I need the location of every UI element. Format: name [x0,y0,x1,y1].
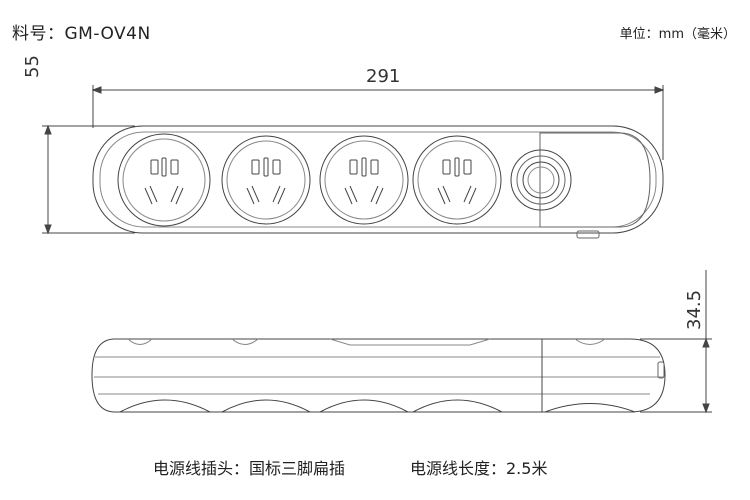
dimension-height-label: 55 [22,55,43,78]
outlet-4 [412,135,502,225]
dimension-line-height [42,124,135,235]
side-view-body [91,338,666,413]
power-switch [510,149,572,211]
cord-length-spec: 电源线长度：2.5米 [410,459,548,478]
dimension-line-thickness [640,270,712,414]
dimension-line-length [91,85,665,160]
top-view-body [92,125,664,239]
outlet-2 [221,135,311,225]
dimension-length-label: 291 [366,66,401,87]
outlet-1 [117,133,211,227]
plug-type-spec: 电源线插头：国标三脚扁插 [153,459,346,478]
outlet-3 [319,135,409,225]
model-number: 料号：GM-OV4N [12,24,151,44]
dimension-thickness-label: 34.5 [684,289,705,330]
unit-note: 单位：mm（毫米） [619,27,736,42]
